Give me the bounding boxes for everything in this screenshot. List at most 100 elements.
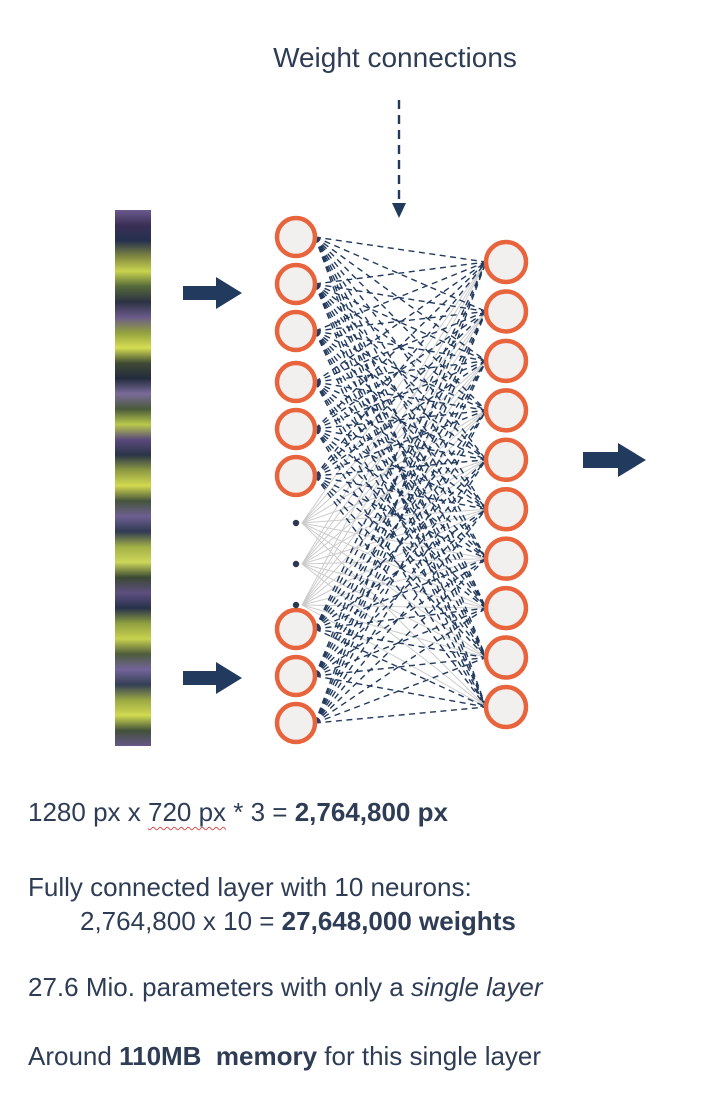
output-neuron: [483, 289, 529, 334]
weight-connection-line: [314, 475, 487, 708]
weight-connection-line: [314, 675, 487, 708]
hidden-connection-line: [301, 508, 487, 524]
output-neuron: [483, 585, 529, 631]
output-neuron: [483, 437, 529, 483]
weight-connection-line: [314, 360, 487, 383]
weight-connection-line: [314, 283, 487, 411]
weight-connection-line: [314, 236, 487, 362]
output-neuron: [483, 239, 529, 285]
weight-connection-line: [314, 261, 487, 383]
fully-connected-line: Fully connected layer with 10 neurons:: [28, 872, 472, 902]
weight-connection-line: [314, 706, 487, 724]
pixel-formula-misspelled: 720 px: [147, 797, 227, 827]
hidden-connection-line: [301, 522, 487, 609]
input-neuron: [274, 701, 318, 745]
weight-connection-line: [314, 261, 487, 430]
hidden-connection-line: [301, 522, 487, 708]
weight-connection-line: [314, 656, 487, 677]
pixel-formula-line: 1280 px x 720 px * 3 = 2,764,800 px: [28, 797, 448, 828]
diagram-title: Weight connections: [273, 42, 517, 73]
output-arrow-icon: [583, 443, 646, 477]
weight-connection-line: [314, 310, 487, 477]
hidden-connection-line: [301, 409, 487, 606]
weight-connection-line: [314, 283, 487, 560]
pixel-formula-part1: 1280 px x: [28, 797, 148, 827]
weight-connection-line: [314, 360, 487, 724]
weight-connection-line: [314, 459, 487, 630]
ellipsis-dot: [292, 601, 300, 609]
weights-formula-prefix: 2,764,800 x 10 =: [80, 906, 282, 936]
hidden-connection-line: [301, 311, 487, 565]
weight-connection-line: [314, 409, 487, 630]
input-arrow-bottom-icon: [183, 662, 242, 694]
hidden-connection-line: [301, 563, 487, 708]
input-neuron: [274, 360, 318, 404]
input-neuron: [274, 454, 318, 498]
output-neuron: [483, 635, 529, 680]
hidden-connection-line: [301, 604, 487, 708]
hidden-connection-line: [301, 563, 487, 609]
weight-connection-line: [314, 558, 487, 724]
hidden-connection-line: [301, 360, 487, 565]
weight-connection-line: [314, 310, 487, 430]
memory-line: Around 110MB memory for this single laye…: [28, 1041, 541, 1072]
memory-suffix: for this single layer: [317, 1041, 542, 1071]
input-neuron: [274, 215, 318, 259]
pixel-formula-result: 2,764,800 px: [294, 797, 448, 827]
weight-connection-line: [314, 283, 487, 313]
weight-connection-line: [314, 330, 487, 708]
hidden-connection-line: [301, 563, 487, 659]
output-neuron: [483, 338, 529, 384]
weight-pointer-arrowhead-icon: [392, 203, 406, 218]
memory-bold: 110MB memory: [119, 1041, 318, 1071]
weight-connection-line: [314, 261, 487, 477]
weight-connection-line: [314, 508, 487, 677]
hidden-connection-line: [301, 261, 487, 565]
weight-connection-line: [314, 656, 487, 724]
hidden-connection-line: [301, 522, 487, 658]
weight-connection-line: [314, 283, 487, 708]
weight-connection-line: [314, 508, 487, 724]
weight-connection-line: [314, 283, 487, 461]
weight-connection-line: [314, 236, 487, 263]
weight-connection-line: [314, 558, 487, 677]
parameters-italic: single layer: [410, 972, 543, 1002]
input-neuron: [274, 607, 318, 651]
memory-prefix: Around: [28, 1041, 120, 1071]
weight-connection-line: [314, 409, 487, 677]
weight-connection-line: [314, 428, 487, 658]
hidden-connection-line: [301, 261, 487, 524]
output-neuron: [483, 486, 529, 532]
weight-connection-line: [314, 236, 487, 559]
output-neuron: [483, 536, 529, 581]
weight-connection-line: [314, 330, 487, 461]
weight-connection-line: [314, 628, 487, 659]
input-neuron: [274, 309, 318, 353]
parameters-prefix: 27.6 Mio. parameters with only a: [28, 972, 411, 1002]
weight-connection-line: [314, 261, 487, 724]
weight-connection-line: [314, 261, 487, 285]
weight-connection-line: [314, 236, 487, 658]
input-arrow-top-icon: [183, 277, 242, 309]
output-neuron: [483, 388, 529, 433]
hidden-connection-line: [301, 360, 487, 524]
pixel-formula-part2: * 3 =: [226, 797, 295, 827]
weight-connection-line: [314, 236, 487, 461]
ellipsis-dot: [292, 519, 300, 527]
input-image-strip: [115, 210, 151, 746]
weight-connection-line: [314, 261, 487, 630]
weight-connection-line: [314, 311, 487, 724]
output-neuron: [483, 684, 529, 730]
weight-connection-line: [314, 508, 487, 630]
hidden-connection-line: [301, 522, 487, 560]
weight-connection-line: [314, 409, 487, 724]
weight-connection-line: [314, 607, 487, 630]
weight-connection-line: [314, 381, 487, 412]
weight-connection-line: [314, 459, 487, 677]
hidden-connection-line: [301, 604, 487, 659]
weight-connection-line: [314, 310, 487, 332]
ellipsis-dot: [292, 560, 300, 568]
input-neuron: [274, 407, 318, 451]
weight-connection-line: [314, 261, 487, 677]
